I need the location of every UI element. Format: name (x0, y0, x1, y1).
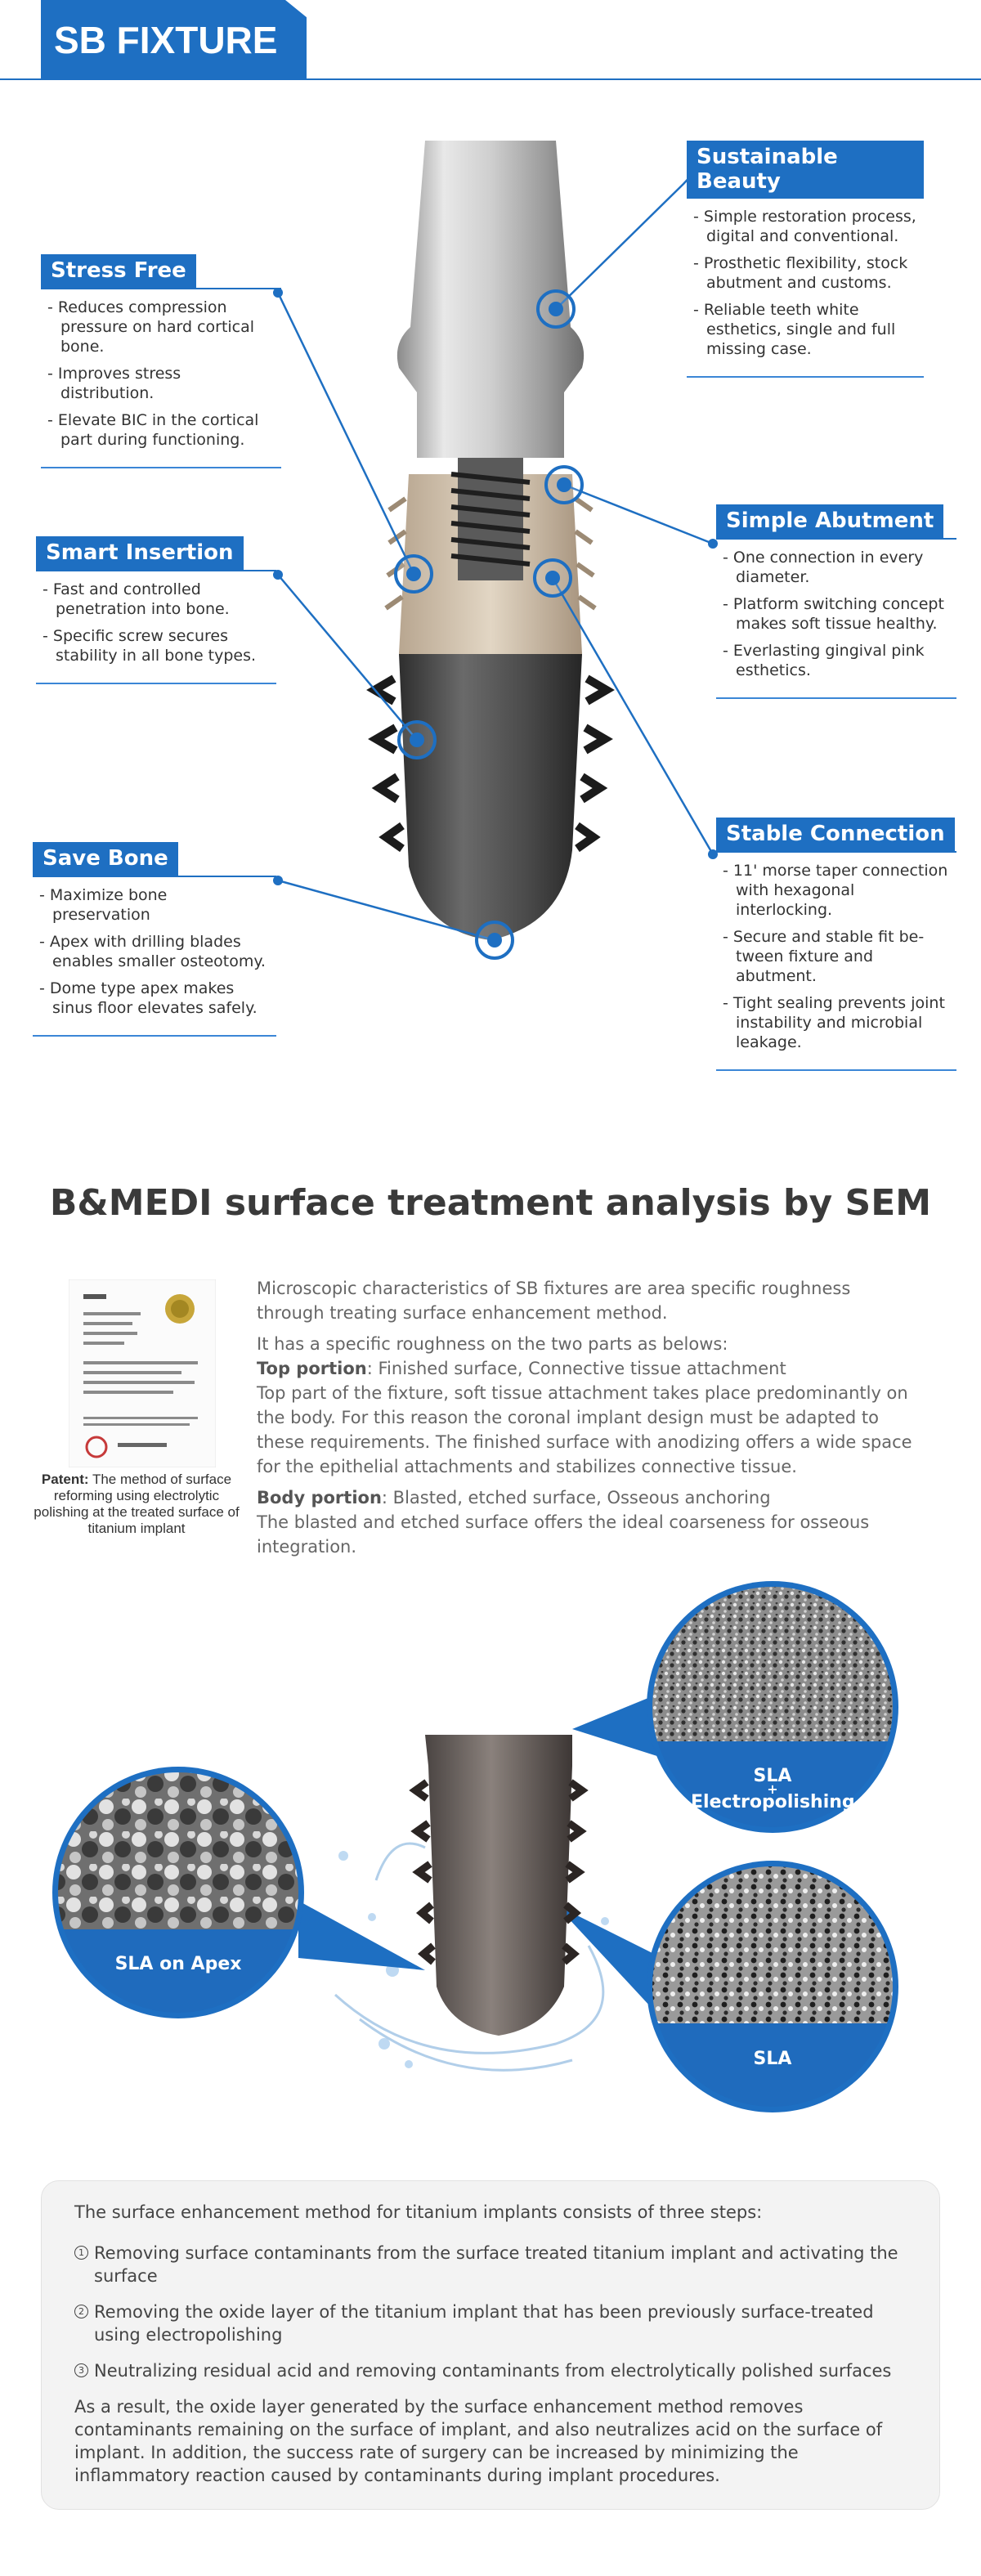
list-item: Platform switching concept makes soft ti… (723, 594, 950, 634)
panel-result: As a result, the oxide layer generated b… (74, 2397, 883, 2485)
patent-caption: Patent: The method of surface reforming … (26, 1472, 247, 1537)
title-rule (0, 78, 981, 80)
list-item: Fast and controlled penetration into bon… (43, 580, 270, 619)
feature-save-bone: Save Bone Maximize bone preservation Ape… (33, 842, 276, 1037)
top-portion-label: Top portion (257, 1359, 367, 1378)
patent-caption-text: The method of surface reforming using el… (34, 1472, 240, 1536)
body-portion-description: The blasted and etched surface offers th… (257, 1512, 870, 1557)
list-item: Simple restoration process, digital and … (693, 207, 917, 246)
feature-stress-free: Stress Free Reduces compression pressure… (41, 254, 281, 468)
feature-stable-connection: Stable Connection 11' morse taper connec… (716, 818, 956, 1071)
list-item: Apex with drilling blades enables smalle… (39, 932, 270, 971)
sem-paragraph-2: It has a specific roughness on the two p… (257, 1334, 728, 1354)
label-line: + (767, 1781, 778, 1797)
list-item: Dome type apex makes sinus floor elevate… (39, 979, 270, 1018)
surface-method-panel: The surface enhancement method for titan… (41, 2180, 940, 2510)
list-item: Secure and stable fit be-tween fixture a… (723, 927, 950, 986)
panel-intro: The surface enhancement method for titan… (74, 2202, 763, 2222)
step-text: Removing the oxide layer of the titanium… (94, 2302, 874, 2345)
list-item: Improves stress distribution. (47, 364, 275, 403)
patent-label: Patent: (41, 1472, 89, 1487)
sem-description: Microscopic characteristics of SB fixtur… (257, 1276, 919, 1566)
feature-title: Smart Insertion (36, 536, 244, 570)
step-number: 3 (74, 2363, 88, 2377)
list-item: Tight sealing prevents joint instability… (723, 993, 950, 1052)
page-title: SB FIXTURE (41, 0, 307, 78)
list-item: Prosthetic flexibility, stock abutment a… (693, 253, 917, 293)
feature-simple-abutment: Simple Abutment One connection in every … (716, 504, 956, 699)
list-item: One connection in every diameter. (723, 548, 950, 587)
list-item: Maximize bone preservation (39, 885, 270, 925)
sem-paragraph-1: Microscopic characteristics of SB fixtur… (257, 1279, 851, 1323)
label-sla-electropolishing: SLA + Electropolishing (691, 1766, 855, 1812)
step-text: Neutralizing residual acid and removing … (94, 2361, 892, 2381)
step-text: Removing surface contaminants from the s… (94, 2243, 898, 2286)
feature-smart-insertion: Smart Insertion Fast and controlled pene… (36, 536, 276, 684)
surface-sem-illustration (52, 1581, 898, 2112)
label-sla: SLA (753, 2049, 792, 2069)
label-sla-on-apex: SLA on Apex (114, 1954, 242, 1974)
list-item: Everlasting gingival pink esthetics. (723, 641, 950, 680)
list-item: Specific screw secures stability in all … (43, 626, 270, 665)
body-portion-tail: : Blasted, etched surface, Osseous ancho… (381, 1488, 771, 1508)
label-line: SLA (753, 1766, 792, 1786)
panel-step: 3 Neutralizing residual acid and removin… (74, 2359, 907, 2382)
top-portion-description: Top part of the fixture, soft tissue att… (257, 1383, 912, 1476)
feature-title: Stable Connection (716, 818, 955, 851)
top-portion-tail: : Finished surface, Connective tissue at… (366, 1359, 786, 1378)
feature-title: Sustainable Beauty (687, 141, 924, 199)
list-item: 11' morse taper connection with hexagona… (723, 861, 950, 920)
patent-certificate-image (69, 1279, 216, 1467)
panel-step: 2 Removing the oxide layer of the titani… (74, 2300, 907, 2346)
feature-title: Save Bone (33, 842, 178, 876)
list-item: Reduces compression pressure on hard cor… (47, 298, 275, 356)
step-number: 1 (74, 2246, 88, 2260)
implant-illustration (273, 141, 718, 960)
step-number: 2 (74, 2305, 88, 2318)
feature-title: Stress Free (41, 254, 196, 288)
feature-sustainable-beauty: Sustainable Beauty Simple restoration pr… (687, 141, 924, 378)
list-item: Elevate BIC in the cortical part during … (47, 410, 275, 450)
panel-step: 1 Removing surface contaminants from the… (74, 2242, 907, 2287)
sem-section-title: B&MEDI surface treatment analysis by SEM (49, 1182, 932, 1224)
label-line: Electropolishing (691, 1792, 855, 1812)
list-item: Reliable teeth white esthetics, single a… (693, 300, 917, 359)
body-portion-label: Body portion (257, 1488, 382, 1508)
feature-title: Simple Abutment (716, 504, 944, 538)
